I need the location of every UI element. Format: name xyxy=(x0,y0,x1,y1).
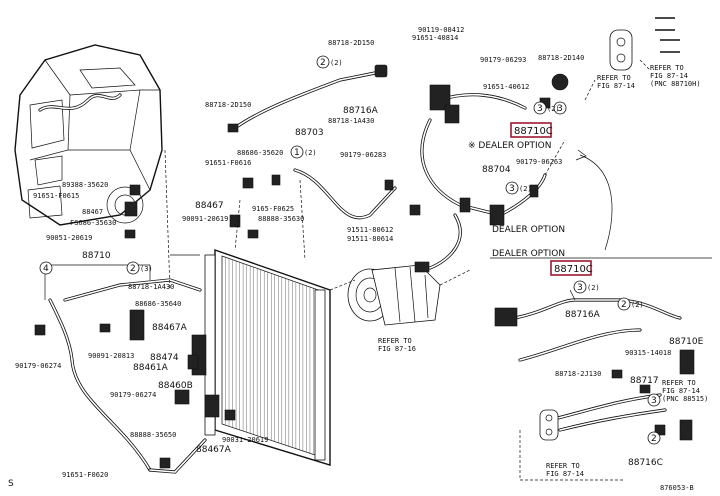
compressor xyxy=(347,261,441,326)
refer-comp-1: REFER TO xyxy=(378,337,412,345)
label-l4: 89388-35620 xyxy=(62,181,108,189)
qty-2b: (2) xyxy=(330,59,343,67)
label-l18: 88460B xyxy=(158,381,193,391)
refer-r1-1: REFER TO xyxy=(662,379,696,387)
dealer-option-box xyxy=(490,257,712,441)
label-t2: 91651-40814 xyxy=(412,34,458,42)
refer-b-1: REFER TO xyxy=(546,462,580,470)
s-mark: S xyxy=(8,479,14,489)
label-l7: 88467 xyxy=(82,208,103,216)
label-t13: 91511-80614 xyxy=(347,235,393,243)
label-t6: 88716A xyxy=(343,106,379,116)
label-l27: 88703 xyxy=(295,128,324,138)
label-l15: 88461A xyxy=(133,363,169,373)
label-t12: 91511-80612 xyxy=(347,226,393,234)
label-t11: 90179-06263 xyxy=(516,158,562,166)
qty-2e: (2) xyxy=(631,301,644,309)
callout-2c: 2 xyxy=(651,434,657,444)
label-l22: 91651-F0620 xyxy=(62,471,108,479)
label-t9: 90179-06283 xyxy=(340,151,386,159)
callout-4: 4 xyxy=(43,264,49,274)
dealer-option-note: ※ DEALER OPTION xyxy=(468,141,551,151)
label-l6: FS686-35630 xyxy=(70,219,116,227)
refer-comp-2: FIG 87-16 xyxy=(378,345,416,353)
label-l14: 88474 xyxy=(150,353,179,363)
vehicle-illustration xyxy=(14,44,163,226)
label-l9: 88710 xyxy=(82,251,111,261)
label-t4: 90179-06293 xyxy=(480,56,526,64)
label-l13: 90091-20813 xyxy=(88,352,134,360)
label-l16: 90179-06274 xyxy=(15,362,61,370)
callout-3e: 3 xyxy=(557,104,563,114)
refer-tr-1: REFER TO xyxy=(650,64,684,72)
label-t1: 90119-08412 xyxy=(418,26,464,34)
dealer-l5: 88717 xyxy=(630,376,659,386)
highlight-part-dealer: 88710C xyxy=(554,264,593,275)
label-t8: 91651-40612 xyxy=(483,83,529,91)
dealer-arrow xyxy=(579,154,613,251)
qty-2d: (2) xyxy=(519,185,532,193)
label-l8: 90051-20619 xyxy=(46,234,92,242)
dealer-l1: 88716A xyxy=(565,310,601,320)
refer-r1-3: (PNC 88515) xyxy=(662,395,708,403)
label-l24: 9165-F0625 xyxy=(252,205,294,213)
label-l12: 88467A xyxy=(152,323,188,333)
refer-tr-2: FIG 87-14 xyxy=(650,72,688,80)
callout-3d: 3 xyxy=(651,396,657,406)
callout-2d: 2 xyxy=(320,58,326,68)
label-l25: 90091-20619 xyxy=(182,215,228,223)
refer-tm-1: REFER TO xyxy=(597,74,631,82)
label-t5: 88718-2D140 xyxy=(538,54,584,62)
label-l2: 88686-35620 xyxy=(237,149,283,157)
dealer-option-title: DEALER OPTION xyxy=(492,249,565,259)
condenser xyxy=(204,249,331,466)
qty-3a: (3) xyxy=(140,265,153,273)
dealer-l2: 88710E xyxy=(669,337,704,347)
label-t3: 88718-2D150 xyxy=(328,39,374,47)
refer-b-2: FIG 87-14 xyxy=(546,470,584,478)
label-l19: 88888-35650 xyxy=(130,431,176,439)
label-l26: 88888-35630 xyxy=(258,215,304,223)
label-t10: 88704 xyxy=(482,165,511,175)
refer-tm-2: FIG 87-14 xyxy=(597,82,635,90)
qty-2c: (2) xyxy=(547,105,560,113)
label-l5: 91651-F0615 xyxy=(33,192,79,200)
fittings xyxy=(34,17,680,469)
refer-r1-2: FIG 87-14 xyxy=(662,387,700,395)
label-l21: 90031-20619 xyxy=(222,436,268,444)
label-l11: 88686-35640 xyxy=(135,300,181,308)
figure-code: 876053-B xyxy=(660,484,694,492)
label-l3: 91651-F0616 xyxy=(205,159,251,167)
callout-2a: 2 xyxy=(130,264,136,274)
highlight-part-top: 88710C xyxy=(514,126,553,137)
callouts xyxy=(39,55,661,445)
label-t7: 88718-1A430 xyxy=(328,117,374,125)
label-l20: 88467A xyxy=(196,445,232,455)
refer-tr-3: (PNC 88710H) xyxy=(650,80,701,88)
text-layer: 4 2 1 3 3 2 3 3 2 2 3 (3) (2) (2) (2) (2… xyxy=(8,26,708,492)
label-l17: 90179-06274 xyxy=(110,391,156,399)
callout-3b: 3 xyxy=(509,184,515,194)
label-l1: 88718-2D150 xyxy=(205,101,251,109)
qty-2f: (2) xyxy=(587,284,600,292)
label-l23: 88467 xyxy=(195,201,224,211)
qty-2a: (2) xyxy=(304,149,317,157)
callout-3a: 3 xyxy=(537,104,543,114)
callout-2b: 2 xyxy=(621,300,627,310)
highlight-box-dealer xyxy=(550,260,592,276)
dealer-l3: 90315-14018 xyxy=(625,349,671,357)
highlight-box-top xyxy=(510,122,552,138)
label-l10: 88718-1A430 xyxy=(128,283,174,291)
callout-1: 1 xyxy=(294,148,300,158)
dealer-option-note-2: DEALER OPTION xyxy=(492,225,565,235)
callout-3c: 3 xyxy=(577,283,583,293)
dealer-l6: 88716C xyxy=(628,458,663,468)
dealer-l4: 88718-2J130 xyxy=(555,370,601,378)
